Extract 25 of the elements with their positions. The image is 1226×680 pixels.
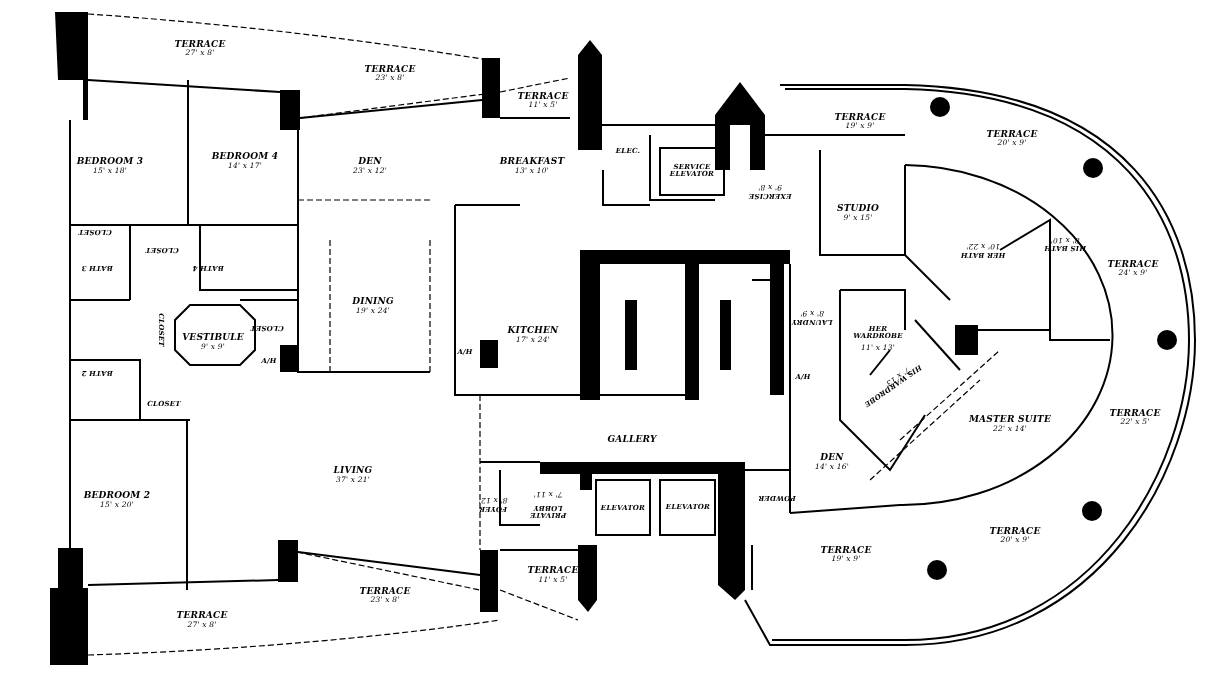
- room-name: TERRACE: [834, 113, 886, 123]
- room-name: DEN: [358, 157, 382, 167]
- room-name: TERRACE: [820, 546, 872, 556]
- room-name: BREAKFAST: [499, 157, 565, 167]
- room-name: TERRACE: [989, 527, 1041, 537]
- room-name: BEDROOM 2: [83, 491, 151, 501]
- room-name: TERRACE: [1109, 409, 1161, 419]
- room-name: BEDROOM 3: [76, 157, 144, 167]
- room-name: DINING: [352, 297, 394, 307]
- room-name: TERRACE: [174, 40, 226, 50]
- room-name: MASTER SUITE: [968, 415, 1052, 425]
- room-name: TERRACE: [359, 587, 411, 597]
- room-name: TERRACE: [517, 92, 569, 102]
- room-name: STUDIO: [836, 204, 880, 214]
- room-name: BEDROOM 4: [211, 152, 279, 162]
- room-name: TERRACE: [986, 130, 1038, 140]
- room-name: TERRACE: [364, 65, 416, 75]
- room-name: LIVING: [333, 466, 373, 476]
- room-name: KITCHEN: [507, 326, 559, 336]
- room-name: VESTIBULE: [182, 333, 244, 343]
- room-name: GALLERY: [607, 435, 657, 445]
- room-name: TERRACE: [1107, 260, 1159, 270]
- room-name: TERRACE: [176, 611, 228, 621]
- room-name: TERRACE: [527, 566, 579, 576]
- room-name: DEN: [820, 453, 844, 463]
